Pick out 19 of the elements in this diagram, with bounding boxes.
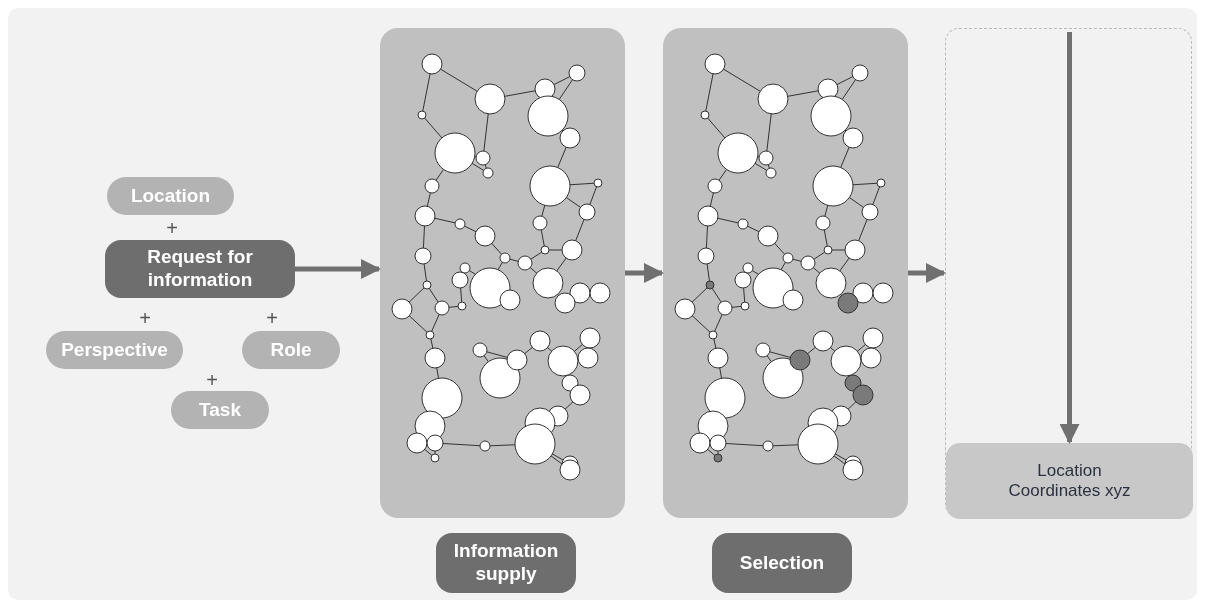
- arrow: [1059, 32, 1080, 444]
- input-tag: Perspective: [46, 331, 183, 369]
- stage-label: Selection: [712, 533, 852, 593]
- arrow: [625, 263, 664, 283]
- plus-sign: +: [165, 218, 179, 238]
- output-frame: [945, 28, 1192, 518]
- input-tag: Role: [242, 331, 340, 369]
- request-box: Request for information: [105, 240, 295, 298]
- arrow: [908, 263, 946, 283]
- arrow: [295, 259, 381, 279]
- plus-sign: +: [205, 370, 219, 390]
- plus-sign: +: [265, 308, 279, 328]
- input-tag: Task: [171, 391, 269, 429]
- plus-sign: +: [138, 308, 152, 328]
- stage-label: Information supply: [436, 533, 576, 593]
- output-box: Location Coordinates xyz: [946, 443, 1193, 519]
- network-panel: [663, 28, 908, 518]
- network-panel: [380, 28, 625, 518]
- input-tag: Location: [107, 177, 234, 215]
